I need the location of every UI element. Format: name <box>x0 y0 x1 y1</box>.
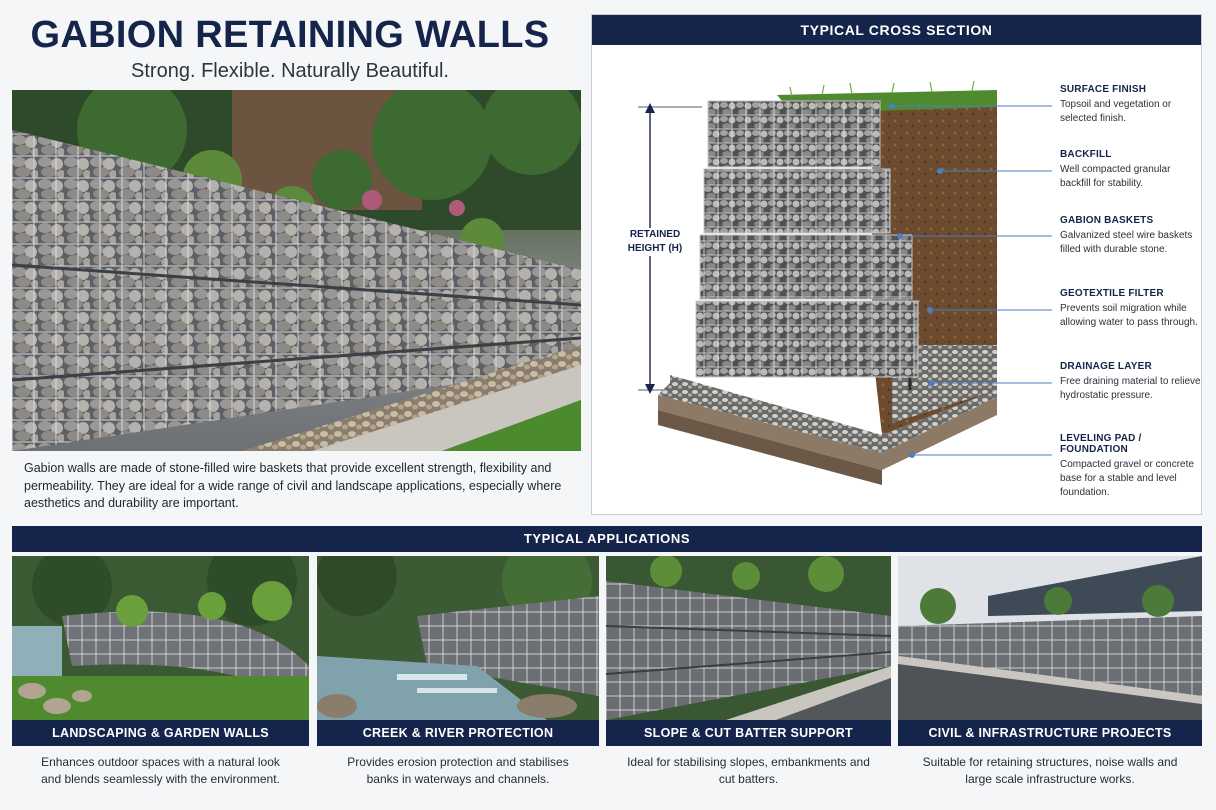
application-label: CIVIL & INFRASTRUCTURE PROJECTS <box>898 720 1202 746</box>
application-label: SLOPE & CUT BATTER SUPPORT <box>606 720 891 746</box>
callout-desc: Compacted gravel or concrete base for a … <box>1060 459 1194 498</box>
callout-title: GABION BASKETS <box>1060 215 1154 226</box>
application-card-landscaping: LANDSCAPING & GARDEN WALLS Enhances outd… <box>12 556 309 788</box>
application-card-slope: SLOPE & CUT BATTER SUPPORT Ideal for sta… <box>606 556 891 788</box>
callout-desc: Prevents soil migration while allowing w… <box>1060 303 1198 328</box>
callout-title: BACKFILL <box>1060 149 1112 160</box>
intro-text: Gabion walls are made of stone-filled wi… <box>24 461 562 510</box>
cross-section-diagram <box>638 80 1052 485</box>
page-title: GABION RETAINING WALLS <box>30 14 550 56</box>
callout-geotextile-filter: GEOTEXTILE FILTER Prevents soil migratio… <box>1060 288 1202 330</box>
application-label: CREEK & RIVER PROTECTION <box>317 720 599 746</box>
retained-height-label: RETAINED HEIGHT (H) <box>620 228 690 256</box>
landscaping-photo <box>12 556 309 720</box>
application-desc: Ideal for stabilising slopes, embankment… <box>627 755 870 786</box>
applications-heading: TYPICAL APPLICATIONS <box>12 526 1202 552</box>
callout-drainage-layer: DRAINAGE LAYER Free draining material to… <box>1060 361 1202 403</box>
callout-desc: Galvanized steel wire baskets filled wit… <box>1060 230 1193 255</box>
application-desc: Enhances outdoor spaces with a natural l… <box>41 755 280 786</box>
application-desc: Suitable for retaining structures, noise… <box>922 755 1178 786</box>
slope-photo <box>606 556 891 720</box>
callout-title: SURFACE FINISH <box>1060 84 1147 95</box>
application-card-civil: CIVIL & INFRASTRUCTURE PROJECTS Suitable… <box>898 556 1202 788</box>
hero-photo <box>12 90 581 451</box>
callout-title: LEVELING PAD / FOUNDATION <box>1060 433 1142 455</box>
callout-backfill: BACKFILL Well compacted granular backfil… <box>1060 149 1202 191</box>
application-desc: Provides erosion protection and stabilis… <box>347 755 569 786</box>
callout-desc: Free draining material to relieve hydros… <box>1060 376 1201 401</box>
callout-leveling-pad: LEVELING PAD / FOUNDATION Compacted grav… <box>1060 433 1202 500</box>
cross-section-panel: TYPICAL CROSS SECTION <box>591 14 1202 515</box>
page-subtitle: Strong. Flexible. Naturally Beautiful. <box>131 60 449 82</box>
callout-gabion-baskets: GABION BASKETS Galvanized steel wire bas… <box>1060 215 1202 257</box>
callout-surface-finish: SURFACE FINISH Topsoil and vegetation or… <box>1060 84 1202 126</box>
cross-section-heading: TYPICAL CROSS SECTION <box>592 15 1201 45</box>
callout-title: DRAINAGE LAYER <box>1060 361 1152 372</box>
callout-desc: Well compacted granular backfill for sta… <box>1060 164 1171 189</box>
callout-title: GEOTEXTILE FILTER <box>1060 288 1164 299</box>
application-card-creek: CREEK & RIVER PROTECTION Provides erosio… <box>317 556 599 788</box>
creek-photo <box>317 556 599 720</box>
civil-photo <box>898 556 1202 720</box>
callout-desc: Topsoil and vegetation or selected finis… <box>1060 99 1172 124</box>
application-label: LANDSCAPING & GARDEN WALLS <box>12 720 309 746</box>
